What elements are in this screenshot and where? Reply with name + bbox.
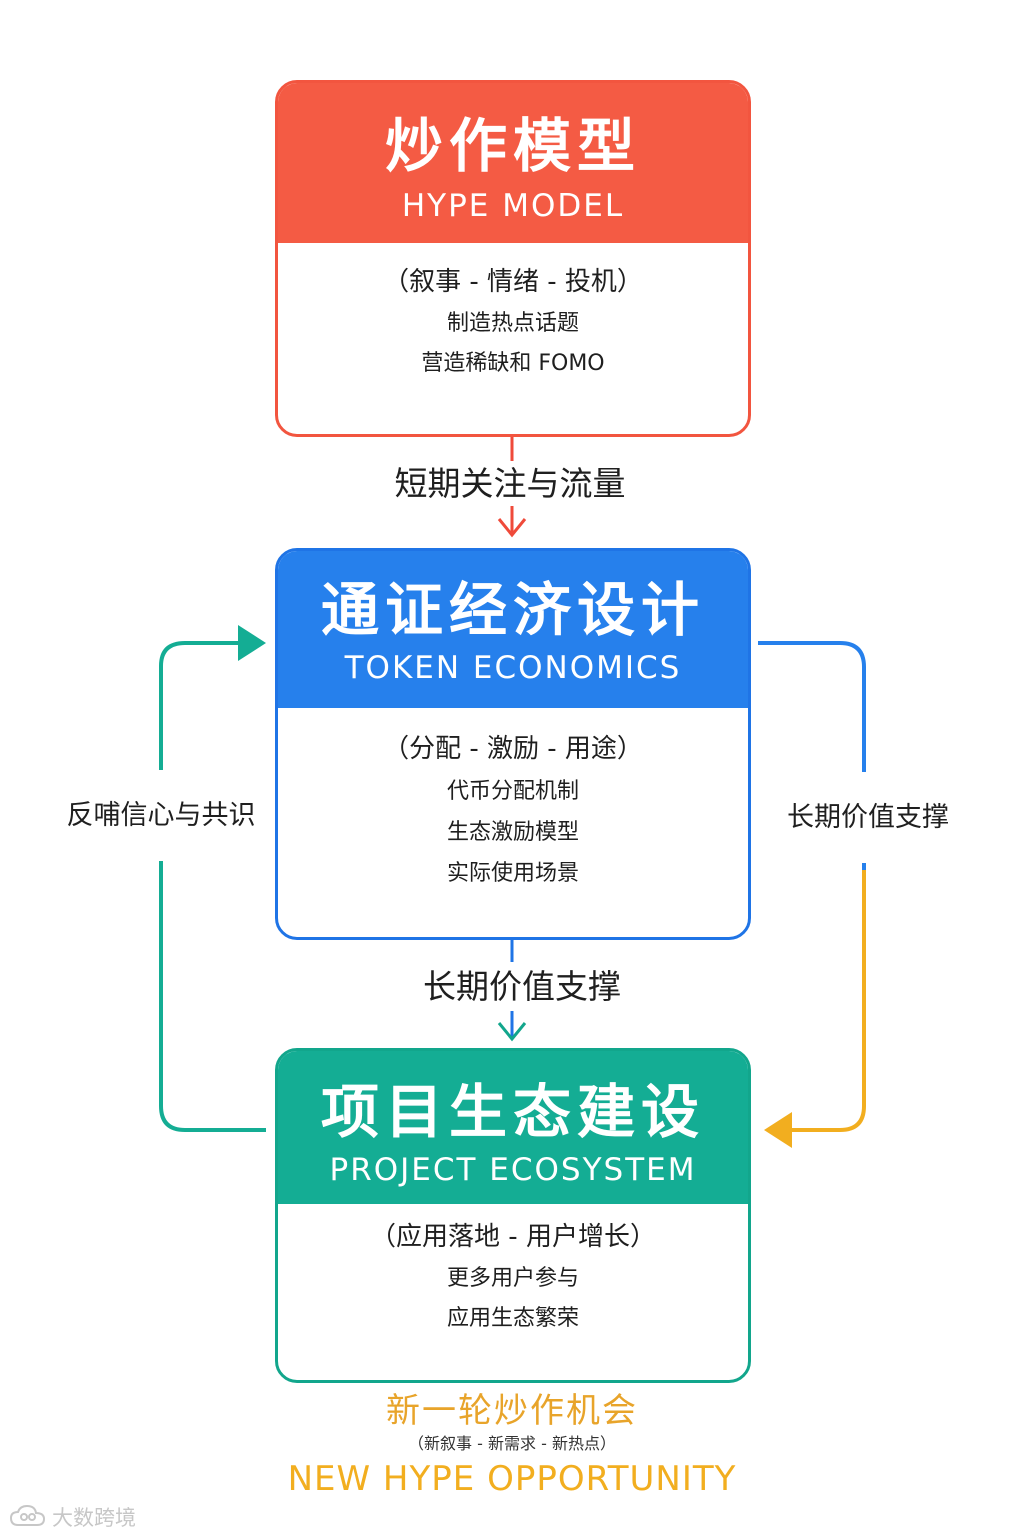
footer-subtitle: （新叙事 - 新需求 - 新热点）	[408, 1434, 616, 1453]
edge-label-right-loop: 长期价值支撑	[770, 772, 966, 863]
token-economics-title: 通证经济设计	[320, 576, 705, 644]
token-economics-line: 实际使用场景	[446, 861, 579, 886]
project-ecosystem-card: 项目生态建设 PROJECT ECOSYSTEM （应用落地 - 用户增长） 更…	[275, 1048, 751, 1383]
hype-model-subtitle: HYPE MODEL	[401, 188, 625, 224]
watermark-text: 大数跨境	[52, 1506, 136, 1530]
hype-model-body: （叙事 - 情绪 - 投机） 制造热点话题 营造稀缺和 FOMO	[278, 243, 748, 375]
token-economics-line: 生态激励模型	[446, 820, 579, 845]
token-economics-subtitle: TOKEN ECONOMICS	[344, 650, 682, 686]
token-economics-line: 代币分配机制	[446, 779, 579, 804]
connector-right-loop-yellow	[792, 870, 866, 1132]
project-ecosystem-body: （应用落地 - 用户增长） 更多用户参与 应用生态繁荣	[278, 1204, 748, 1330]
hype-model-heading: （叙事 - 情绪 - 投机）	[383, 267, 643, 297]
arrowhead-left-loop	[238, 625, 266, 661]
token-economics-heading: （分配 - 激励 - 用途）	[383, 734, 643, 764]
arrowhead-token-to-eco	[497, 1022, 527, 1042]
project-ecosystem-heading: （应用落地 - 用户增长）	[370, 1222, 656, 1252]
arrowhead-hype-to-token	[497, 518, 527, 538]
arrowhead-right-loop	[764, 1112, 792, 1148]
edge-label-left-loop: 反哺信心与共识	[58, 770, 264, 861]
hype-model-card: 炒作模型 HYPE MODEL （叙事 - 情绪 - 投机） 制造热点话题 营造…	[275, 80, 751, 437]
project-ecosystem-title: 项目生态建设	[320, 1078, 705, 1146]
token-economics-header: 通证经济设计 TOKEN ECONOMICS	[278, 551, 748, 708]
token-economics-card: 通证经济设计 TOKEN ECONOMICS （分配 - 激励 - 用途） 代币…	[275, 548, 751, 940]
project-ecosystem-line: 更多用户参与	[446, 1266, 579, 1291]
edge-label-hype-to-token: 短期关注与流量	[340, 461, 680, 506]
project-ecosystem-subtitle: PROJECT ECOSYSTEM	[329, 1152, 697, 1188]
project-ecosystem-line: 应用生态繁荣	[446, 1306, 579, 1331]
hype-model-line: 营造稀缺和 FOMO	[421, 351, 605, 376]
watermark: 大数跨境	[8, 1502, 136, 1532]
connector-right-loop-blue	[758, 641, 866, 870]
project-ecosystem-header: 项目生态建设 PROJECT ECOSYSTEM	[278, 1051, 748, 1204]
token-economics-body: （分配 - 激励 - 用途） 代币分配机制 生态激励模型 实际使用场景	[278, 708, 748, 885]
hype-model-line: 制造热点话题	[446, 311, 579, 336]
cloud-logo-icon	[9, 1504, 46, 1526]
hype-model-header: 炒作模型 HYPE MODEL	[278, 83, 748, 243]
connector-left-loop	[159, 641, 266, 1132]
footer-title-cn: 新一轮炒作机会	[386, 1391, 638, 1431]
edge-label-token-to-eco: 长期价值支撑	[340, 962, 704, 1011]
hype-model-title: 炒作模型	[384, 112, 641, 180]
footer-title-en: NEW HYPE OPPORTUNITY	[287, 1459, 737, 1499]
